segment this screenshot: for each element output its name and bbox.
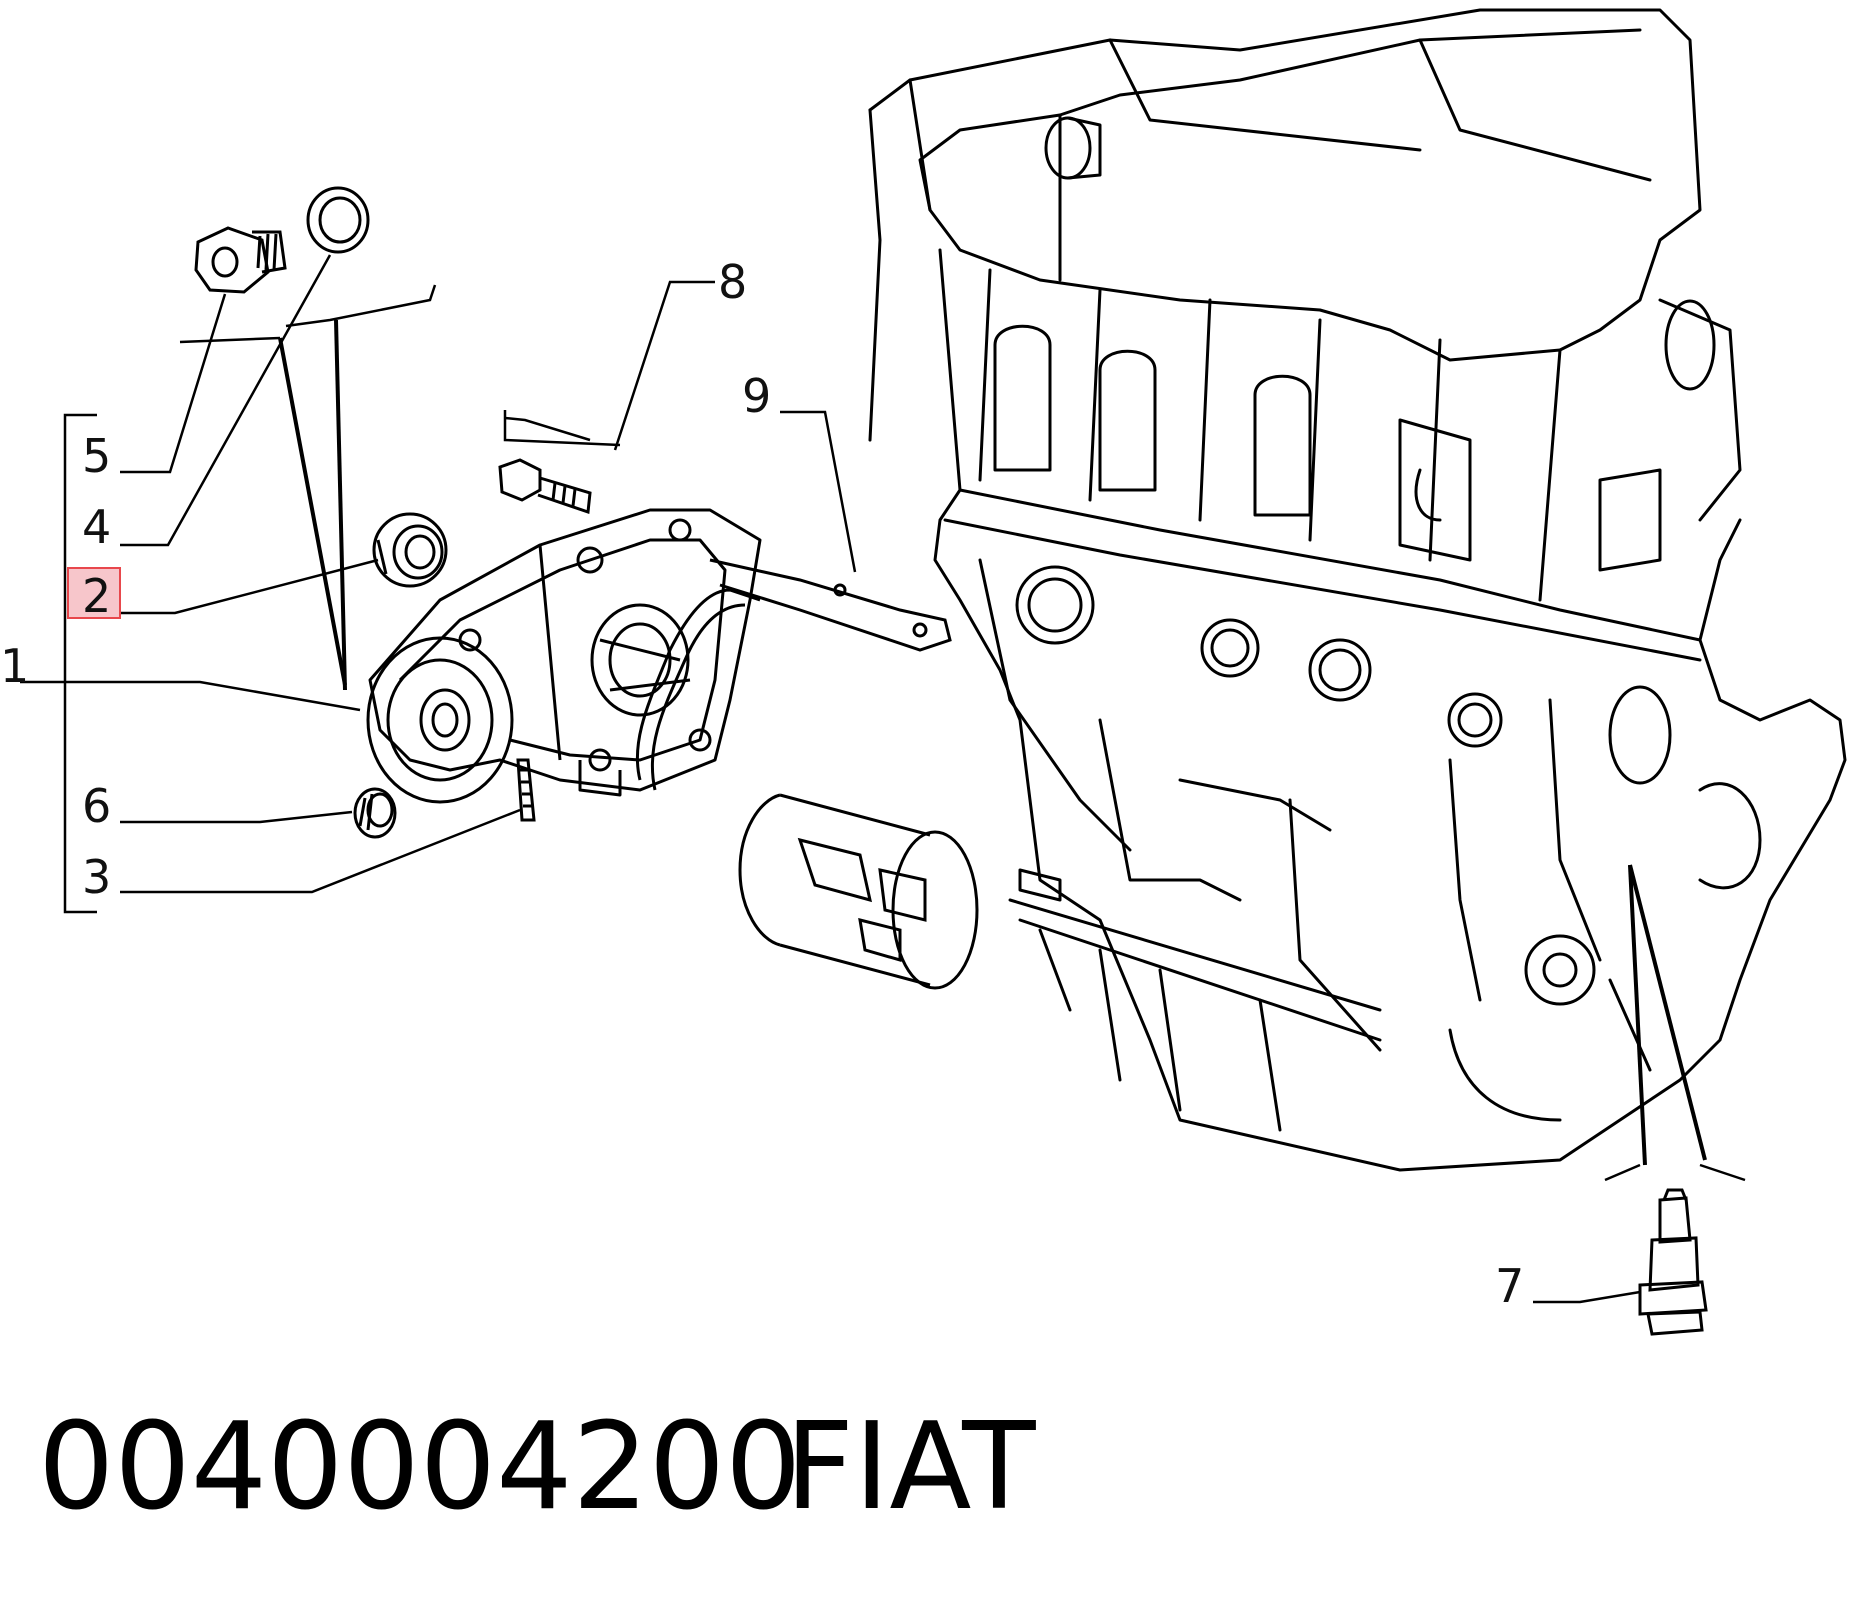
- callout-8[interactable]: 8: [718, 255, 747, 309]
- sensor-drawing: [1638, 1188, 1708, 1336]
- stud-drawing: [516, 758, 536, 822]
- sealing-washer-drawing: [306, 186, 370, 254]
- oil-pump-drawing: [366, 508, 762, 804]
- callout-9[interactable]: 9: [742, 369, 771, 423]
- brand-name: FIAT: [785, 1398, 1036, 1537]
- threaded-plug-drawing: [353, 787, 397, 839]
- leader-lines: [20, 254, 1746, 1304]
- callout-4[interactable]: 4: [82, 500, 111, 554]
- gasket-strip-drawing: [709, 558, 952, 652]
- callout-1[interactable]: 1: [0, 639, 29, 693]
- callout-6[interactable]: 6: [82, 779, 111, 833]
- drain-plug-drawing: [194, 226, 287, 294]
- engine-block-drawing: [868, 8, 1847, 1172]
- callout-labels: 5 4 2 1 6 3 8 9 7: [0, 255, 1524, 1313]
- callout-3[interactable]: 3: [82, 850, 111, 904]
- callout-7[interactable]: 7: [1495, 1259, 1524, 1313]
- bolt-drawing: [498, 458, 592, 515]
- callout-2[interactable]: 2: [82, 569, 111, 623]
- oil-seal-drawing: [372, 512, 448, 588]
- callout-2-highlight: [67, 567, 121, 619]
- part-number: 0040004200: [38, 1398, 801, 1537]
- oil-filter-drawing: [738, 793, 979, 990]
- footer: 0040004200 FIAT: [38, 1398, 1036, 1537]
- callout-5[interactable]: 5: [82, 429, 111, 483]
